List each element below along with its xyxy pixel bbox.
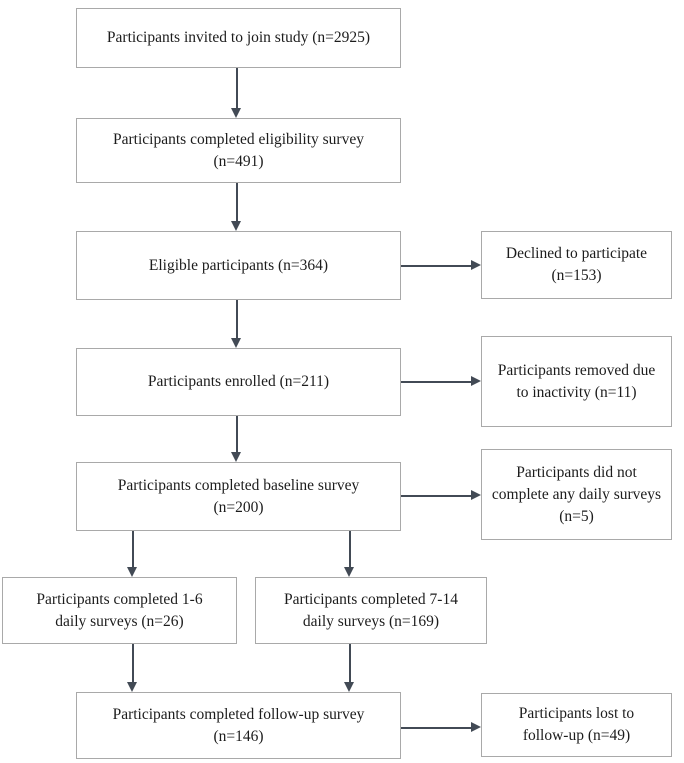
arrowhead-right-icon <box>471 490 481 500</box>
node-enrolled: Participants enrolled (n=211) <box>76 348 401 416</box>
node-declined: Declined to participate(n=153) <box>481 231 672 299</box>
arrowhead-down-icon <box>231 452 241 462</box>
arrow-invited-to-eligibility-survey <box>236 68 238 110</box>
arrowhead-down-icon <box>231 338 241 348</box>
arrow-followup-to-lost-followup <box>401 727 473 729</box>
node-baseline: Participants completed baseline survey(n… <box>76 462 401 531</box>
arrowhead-down-icon <box>231 221 241 231</box>
node-invited: Participants invited to join study (n=29… <box>76 8 401 68</box>
arrowhead-down-icon <box>127 682 137 692</box>
arrowhead-right-icon <box>471 722 481 732</box>
node-invited-label: Participants invited to join study (n=29… <box>106 29 371 46</box>
arrow-daily-7-14-to-followup <box>349 644 351 684</box>
arrowhead-right-icon <box>471 376 481 386</box>
arrowhead-down-icon <box>127 567 137 577</box>
arrow-baseline-to-daily-7-14 <box>349 531 351 569</box>
arrowhead-down-icon <box>344 567 354 577</box>
node-eligible: Eligible participants (n=364) <box>76 231 401 300</box>
node-followup: Participants completed follow-up survey(… <box>76 692 401 759</box>
arrow-eligible-to-declined <box>401 265 473 267</box>
node-followup-label: Participants completed follow-up survey(… <box>112 705 365 745</box>
node-declined-label: Declined to participate(n=153) <box>505 245 648 284</box>
node-baseline-label: Participants completed baseline survey(n… <box>117 476 360 516</box>
arrow-enrolled-to-removed-inactivity <box>401 381 473 383</box>
arrowhead-down-icon <box>344 682 354 692</box>
arrow-eligibility-survey-to-eligible <box>236 183 238 223</box>
arrow-eligible-to-enrolled <box>236 300 238 340</box>
arrow-daily-1-6-to-followup <box>132 644 134 684</box>
arrow-baseline-to-no-daily-surveys <box>401 495 473 497</box>
node-eligibility-survey: Participants completed eligibility surve… <box>76 118 401 183</box>
node-eligible-label: Eligible participants (n=364) <box>148 256 329 274</box>
arrowhead-down-icon <box>231 108 241 118</box>
arrowhead-right-icon <box>471 260 481 270</box>
arrow-baseline-to-daily-1-6 <box>132 531 134 569</box>
node-enrolled-label: Participants enrolled (n=211) <box>147 373 330 390</box>
arrow-enrolled-to-baseline <box>236 416 238 454</box>
node-eligibility-survey-label: Participants completed eligibility surve… <box>113 130 364 170</box>
